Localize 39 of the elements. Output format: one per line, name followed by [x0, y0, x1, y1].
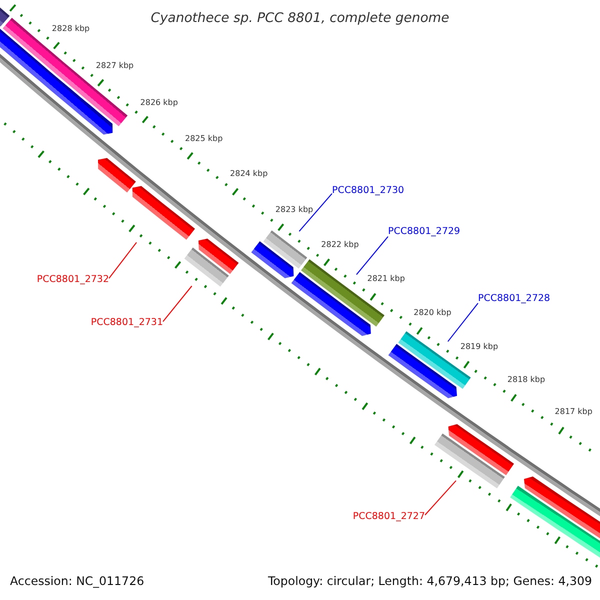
footer-text: Topology: circular; Length: 4,679,413 bp; Genes: 4,309 [268, 574, 592, 588]
leader-line [356, 236, 388, 276]
gene-label: PCC8801_2727 [352, 511, 425, 523]
gene-feature [510, 486, 600, 558]
scale-label: 2822 kbp [321, 240, 359, 249]
gene-label: PCC8801_2728 [478, 293, 550, 305]
scale-label: 2818 kbp [507, 376, 546, 384]
gene-feature [251, 241, 294, 278]
gene-feature [388, 344, 457, 398]
gene-feature [448, 424, 514, 476]
scale-label: 2826 kbp [140, 98, 178, 107]
scale-label: 2817 kbp [554, 408, 592, 416]
gene-feature [98, 158, 136, 192]
gene-feature [524, 476, 600, 538]
leader-line [162, 286, 192, 322]
scale-label: 2828 kbp [52, 24, 90, 33]
scale-label: 2827 kbp [96, 62, 134, 70]
gene-label: PCC8801_2731 [90, 317, 163, 329]
scale-label: 2820 kbp [414, 309, 452, 318]
leader-line [298, 193, 332, 232]
scale-label: 2821 kbp [367, 275, 405, 284]
scale-label: 2824 kbp [230, 170, 268, 178]
gene-feature [0, 8, 10, 26]
gene-label: PCC8801_2729 [388, 226, 460, 238]
gene-feature [263, 230, 308, 269]
leader-line [447, 302, 478, 342]
map-title: Cyanothece sp. PCC 8801, complete genome [150, 10, 450, 27]
scale-label: 2823 kbp [275, 206, 314, 214]
footer-text: Accession: NC_011726 [10, 574, 144, 588]
leader-line [108, 242, 137, 279]
gene-label: PCC8801_2730 [332, 185, 404, 197]
gene-feature [184, 248, 229, 287]
gene-feature [198, 238, 239, 274]
gene-feature [434, 434, 505, 488]
scale-label: 2825 kbp [184, 134, 223, 143]
scale-label: 2819 kbp [460, 342, 498, 351]
gene-label: PCC8801_2732 [36, 274, 109, 286]
leader-line [424, 480, 456, 516]
gene-feature [132, 186, 195, 240]
